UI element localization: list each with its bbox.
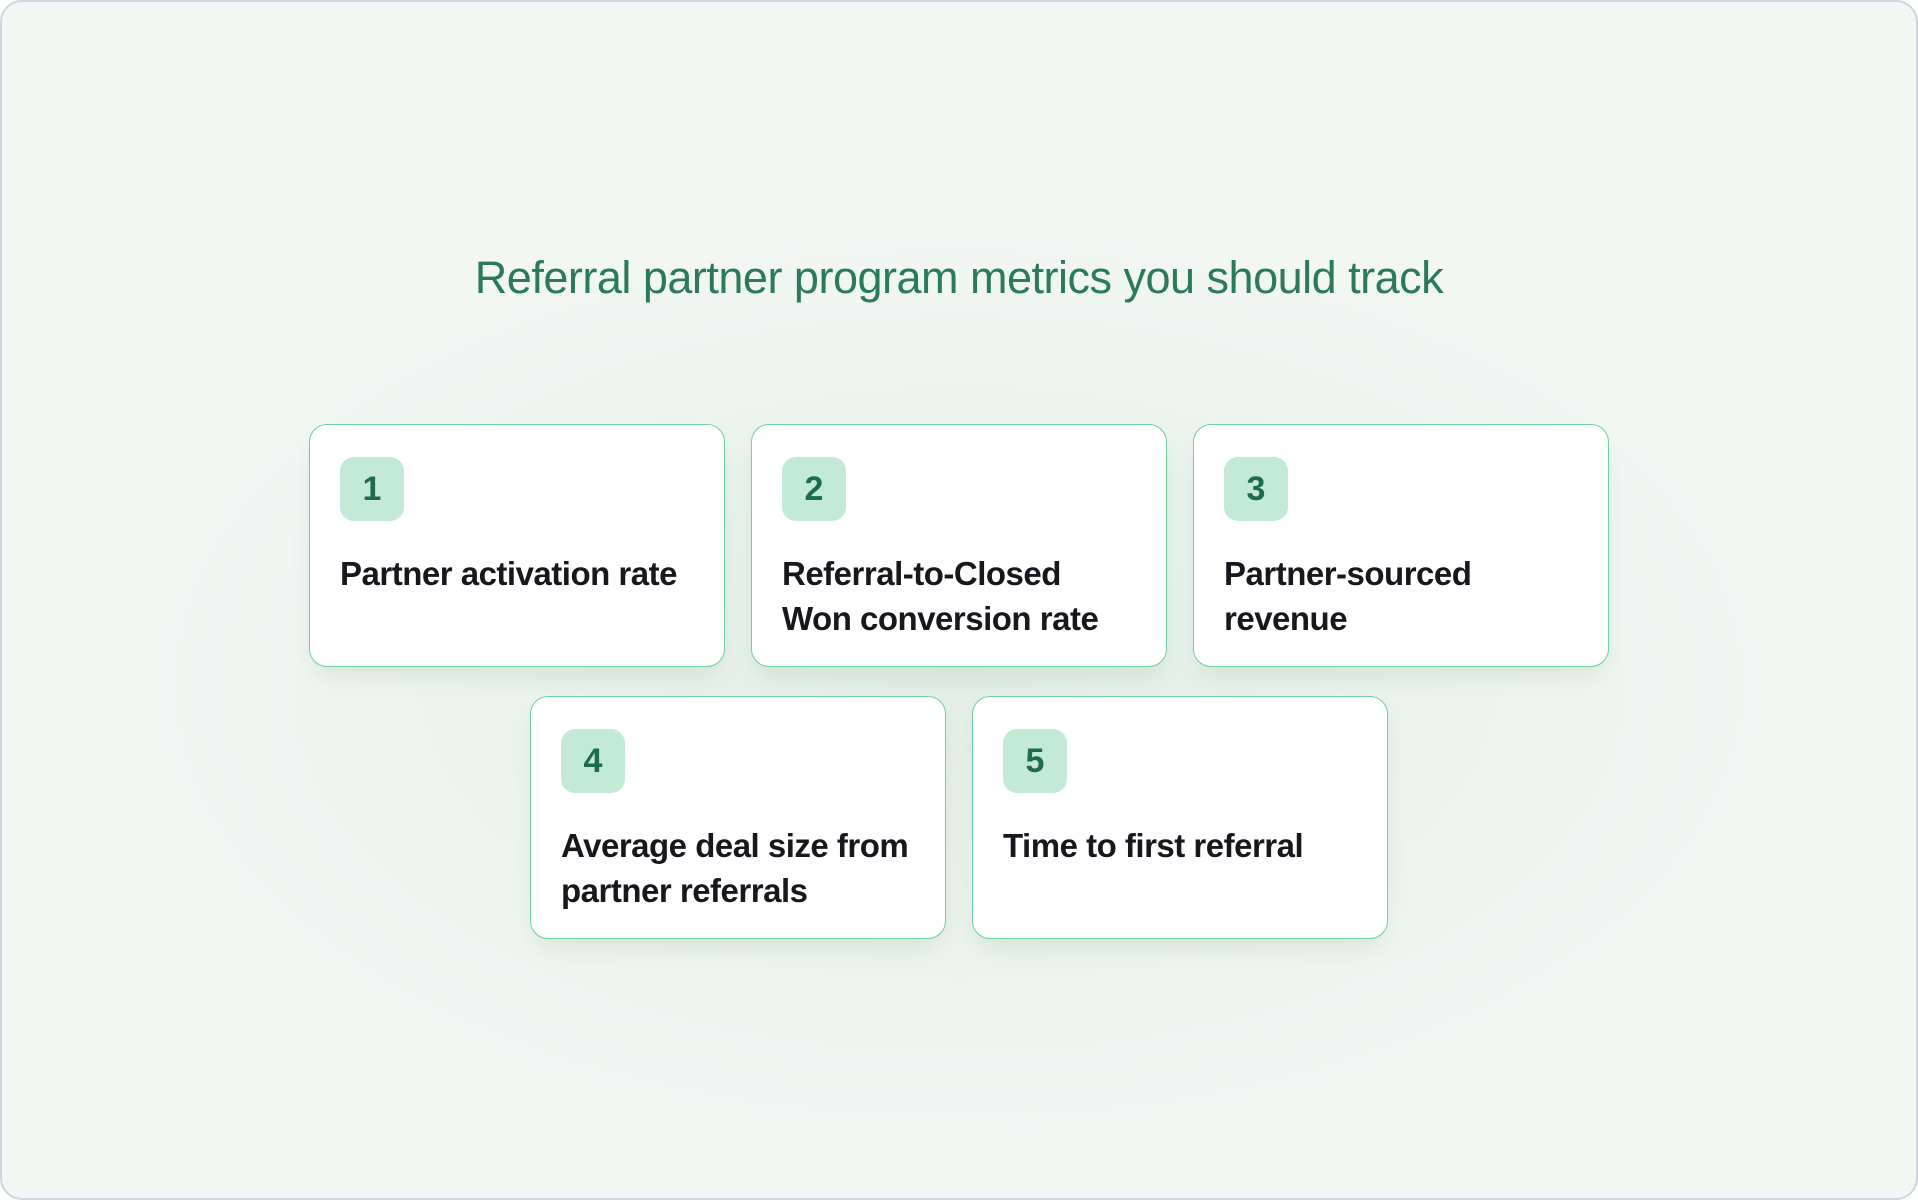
metric-card-label: Partner-sourced revenue bbox=[1224, 555, 1472, 637]
number-badge-5: 5 bbox=[1003, 729, 1067, 793]
metric-card-label: Average deal size from partner referrals bbox=[561, 827, 909, 909]
cards-row-bottom: 4 Average deal size from partner referra… bbox=[2, 696, 1916, 939]
metric-card-4: 4 Average deal size from partner referra… bbox=[530, 696, 946, 939]
number-badge-3: 3 bbox=[1224, 457, 1288, 521]
page-title: Referral partner program metrics you sho… bbox=[474, 252, 1444, 303]
number-badge-4: 4 bbox=[561, 729, 625, 793]
metric-card-label: Time to first referral bbox=[1003, 827, 1304, 864]
metric-card-label: Partner activation rate bbox=[340, 555, 677, 592]
number-badge-2: 2 bbox=[782, 457, 846, 521]
cards-row-top: 1 Partner activation rate 2 Referral-to-… bbox=[2, 424, 1916, 667]
metric-card-3: 3 Partner-sourced revenue bbox=[1193, 424, 1609, 667]
metric-card-5: 5 Time to first referral bbox=[972, 696, 1388, 939]
metric-card-label: Referral-to-Closed Won conversion rate bbox=[782, 555, 1099, 637]
metric-card-2: 2 Referral-to-Closed Won conversion rate bbox=[751, 424, 1167, 667]
metric-card-1: 1 Partner activation rate bbox=[309, 424, 725, 667]
number-badge-1: 1 bbox=[340, 457, 404, 521]
